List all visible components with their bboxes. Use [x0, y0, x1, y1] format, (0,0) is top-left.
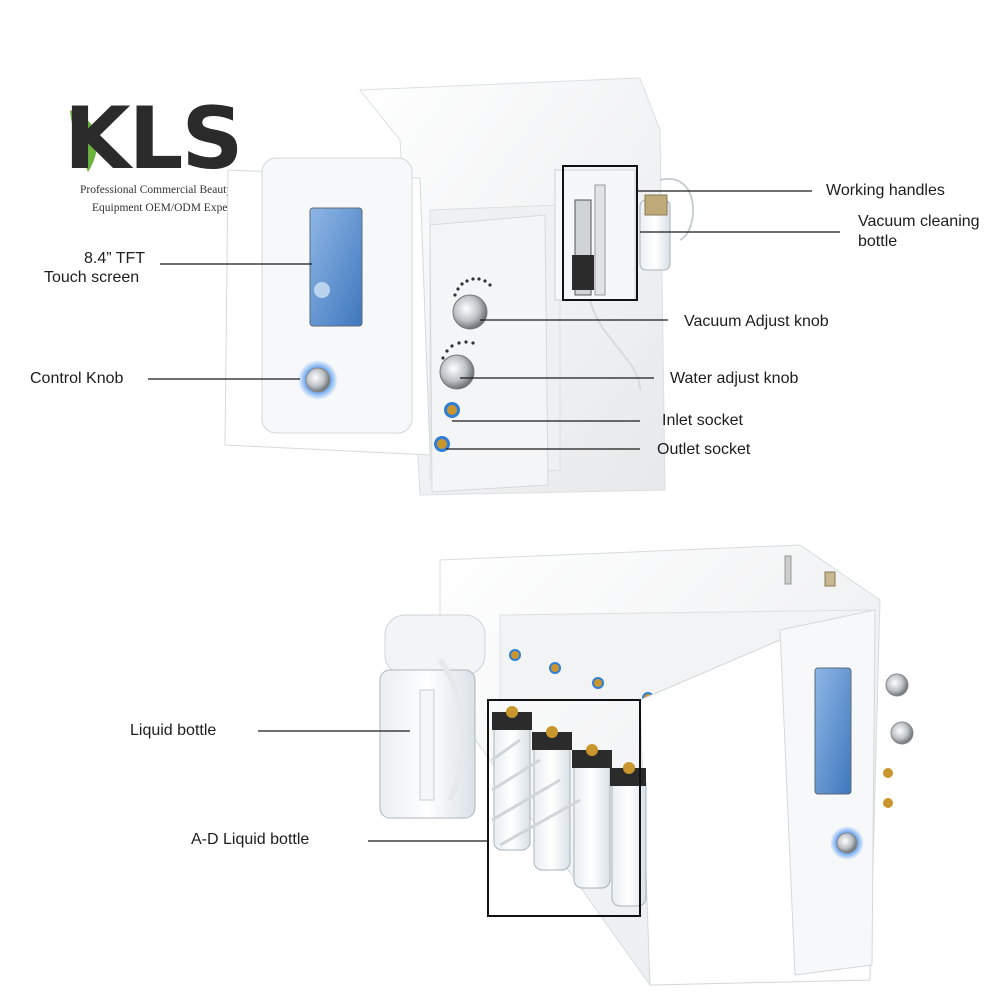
bottom-device: [379, 544, 914, 986]
label-control-knob: Control Knob: [30, 370, 124, 387]
bottles-callout-box: [487, 699, 641, 917]
outlet-socket: [437, 439, 447, 449]
label-vacuum-bottle-2: bottle: [858, 233, 898, 250]
label-vacuum-bottle-1: Vacuum cleaning: [858, 213, 980, 230]
brand-tagline-1: Professional Commercial Beauty: [80, 184, 233, 196]
label-touch-screen-1: 8.4” TFT: [84, 250, 146, 267]
inlet-socket: [447, 405, 457, 415]
vacuum-adjust-knob: [452, 294, 488, 330]
top-touch-screen: [309, 207, 363, 327]
brand-tagline-2: Equipment OEM/ODM Expert: [92, 202, 235, 214]
top-device: [224, 77, 695, 496]
top-control-knob: [305, 367, 331, 393]
bottom-control-knob: [836, 832, 858, 854]
handles-callout-box: [562, 165, 638, 301]
bottom-touch-screen: [814, 667, 852, 795]
label-vacuum-knob: Vacuum Adjust knob: [684, 313, 829, 330]
label-outlet-socket: Outlet socket: [657, 441, 751, 458]
label-touch-screen-2: Touch screen: [44, 269, 140, 286]
label-liquid-bottle: Liquid bottle: [130, 722, 217, 739]
leaf-icon: [70, 110, 98, 172]
label-water-knob: Water adjust knob: [670, 370, 799, 387]
label-inlet-socket: Inlet socket: [662, 412, 743, 429]
vacuum-dots: [453, 277, 492, 297]
leader-lines: [148, 190, 840, 842]
water-adjust-knob: [439, 354, 475, 390]
brand-wordmark: KLS: [64, 89, 243, 189]
ad-liquid-bottles: [491, 706, 647, 907]
label-working-handles: Working handles: [826, 182, 945, 199]
label-ad-liquid-bottle: A-D Liquid bottle: [191, 831, 310, 848]
